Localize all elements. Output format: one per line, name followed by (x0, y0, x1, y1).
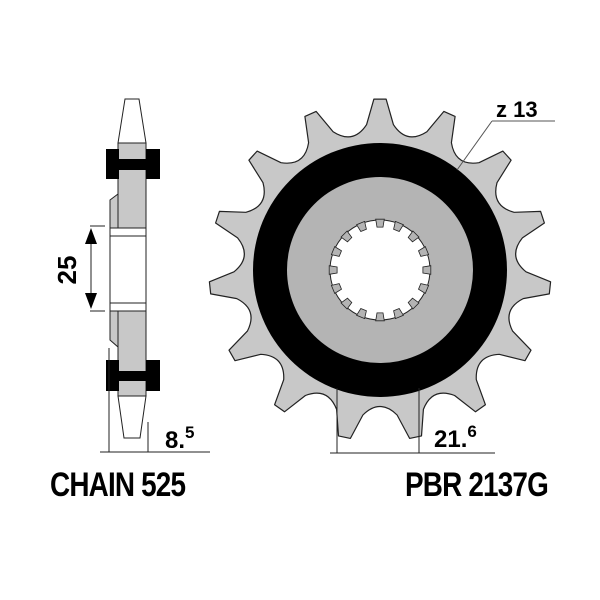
spline-tooth (393, 308, 404, 320)
spline-tooth (407, 230, 420, 243)
dimension-8-5: 8.5 (100, 348, 210, 454)
chain-pin-upper (118, 159, 146, 170)
side-tooth-bottom (117, 395, 147, 439)
teeth-count-callout: z 13 (456, 97, 555, 171)
side-body-lower (117, 310, 147, 397)
chain-block-lower-right (146, 360, 160, 391)
teeth-count-label: z 13 (496, 97, 538, 122)
spline-tooth (375, 218, 385, 228)
side-hub-section (109, 227, 147, 312)
chain-size-label: CHAIN 525 (50, 466, 186, 504)
chain-block-upper-right (146, 149, 160, 179)
side-tooth-top (117, 98, 147, 144)
height-dimension-label: 25 (52, 256, 82, 285)
side-body-upper (117, 142, 147, 229)
chain-block-upper-left (106, 149, 119, 179)
tooth-gap-main: 21. (434, 426, 467, 453)
tooth-gap-dimension-label: 21.6 (434, 422, 477, 453)
spline-tooth (418, 283, 430, 294)
spline-tooth (407, 297, 420, 310)
spline-tooth (330, 246, 342, 257)
spline-tooth (422, 265, 432, 275)
part-number-label: PBR 2137G (405, 466, 549, 504)
side-body-notch-lower (109, 310, 119, 349)
spline-tooth (393, 220, 404, 232)
thickness-main: 8. (165, 427, 185, 454)
chain-block-lower-left (106, 360, 119, 391)
dimension-21-6: 21.6 (330, 388, 495, 454)
spline-tooth (340, 230, 353, 243)
chain-pin-lower (118, 371, 146, 381)
tooth-gap-superscript: 6 (467, 422, 476, 441)
spline-tooth (356, 220, 367, 232)
spline-tooth (356, 308, 367, 320)
sprocket-front-view: z 13 21.6 (208, 97, 555, 454)
dimension-25: 25 (52, 225, 105, 312)
side-profile-view: 25 8.5 (52, 98, 210, 454)
spline-tooth (330, 283, 342, 294)
thickness-dimension-label: 8.5 (165, 423, 194, 454)
spline-tooth (340, 297, 353, 310)
spline-tooth (418, 246, 430, 257)
side-body-notch-upper (109, 193, 119, 229)
spline-tooth (328, 265, 338, 275)
thickness-superscript: 5 (185, 423, 194, 442)
spline-teeth (328, 218, 432, 322)
spline-tooth (375, 312, 385, 322)
